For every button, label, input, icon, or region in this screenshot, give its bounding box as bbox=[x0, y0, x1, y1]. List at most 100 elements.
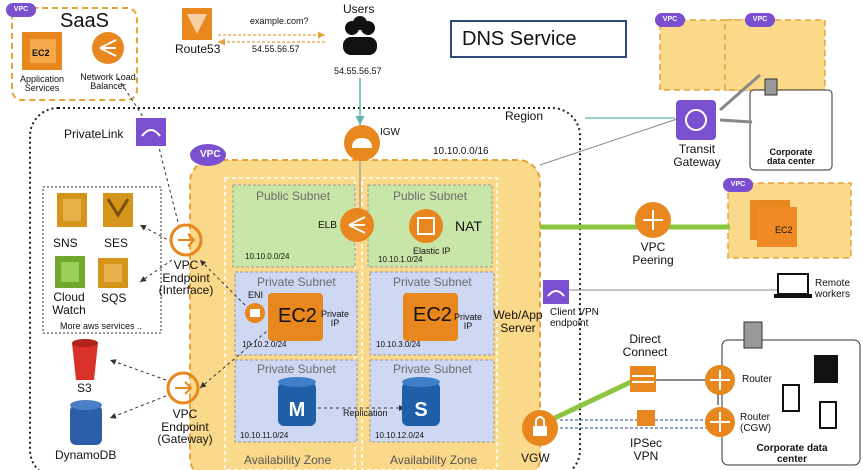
vpce-to-sqs-arrow bbox=[139, 259, 173, 283]
ipsec-vpn-label: IPSec VPN bbox=[629, 436, 663, 463]
private-subnet-d-cidr: 10.10.12.0/24 bbox=[375, 431, 424, 440]
vpc-cidr-label: 10.10.0.0/16 bbox=[433, 146, 489, 157]
client-vpn-icon bbox=[543, 280, 569, 304]
region-boundary bbox=[29, 107, 581, 470]
laptop-icon bbox=[774, 273, 812, 298]
elb-label: ELB bbox=[318, 220, 337, 231]
replication-label: Replication bbox=[343, 408, 388, 418]
gw-to-s3-arrow bbox=[109, 359, 167, 381]
private-subnet-a-cidr: 10.10.2.0/24 bbox=[242, 340, 287, 349]
vpc-peering-icon bbox=[635, 202, 671, 238]
public-subnet-b-title: Public Subnet bbox=[393, 189, 468, 203]
app-services-label: Application Services bbox=[19, 74, 65, 94]
vpce-interface-icon bbox=[169, 223, 203, 257]
igw-label: IGW bbox=[380, 127, 400, 138]
vpc-tag: VPC bbox=[200, 149, 221, 160]
private-subnet-b-title: Private Subnet bbox=[393, 275, 472, 289]
transit-to-dc-line bbox=[719, 118, 753, 124]
vpce-gateway-icon bbox=[166, 371, 200, 405]
private-subnet-a-title: Private Subnet bbox=[257, 275, 336, 289]
ec2-a-label: EC2 bbox=[278, 305, 317, 327]
vpce-gateway-label: VPC Endpoint (Gateway) bbox=[157, 407, 213, 447]
dns-answer-label: 54.55.56.57 bbox=[252, 44, 300, 54]
transit-vpc-tag-1: VPC bbox=[655, 13, 685, 27]
router-cgw-label: Router (CGW) bbox=[740, 412, 772, 434]
route53-icon bbox=[182, 8, 212, 40]
private-ip-a-label: Private IP bbox=[320, 309, 350, 329]
sns-label: SNS bbox=[53, 236, 78, 250]
users-ip-label: 54.55.56.57 bbox=[334, 66, 382, 76]
privatelink-label: PrivateLink bbox=[64, 127, 124, 141]
server-tower-icon-2 bbox=[819, 401, 837, 429]
server-tower-icon bbox=[782, 384, 800, 412]
users-icon bbox=[343, 16, 377, 55]
igw-icon bbox=[344, 125, 380, 161]
transit-vpc-2 bbox=[724, 19, 826, 91]
rds-replica-icon: S bbox=[402, 377, 440, 426]
transit-vpc-tag-2: VPC bbox=[745, 13, 775, 27]
direct-connect-icon bbox=[630, 366, 656, 392]
sqs-label: SQS bbox=[101, 291, 127, 305]
vpc-cloud-icon bbox=[190, 144, 226, 166]
vpc-peering-label: VPC Peering bbox=[632, 240, 674, 267]
transit-to-vpc-line bbox=[719, 73, 761, 112]
web-app-server-label: Web/App Server bbox=[493, 308, 543, 335]
router-icon bbox=[705, 365, 735, 395]
nat-icon bbox=[409, 209, 443, 243]
svg-text:S: S bbox=[414, 399, 427, 421]
corp-dc-top-server-icon bbox=[764, 78, 778, 96]
eni-label: ENI bbox=[248, 290, 264, 300]
corp-dc-top-box bbox=[749, 89, 833, 171]
page-title: DNS Service bbox=[462, 28, 577, 50]
public-subnet-b-cidr: 10.10.1.0/24 bbox=[378, 255, 423, 264]
remote-workers-label: Remote workers bbox=[815, 278, 851, 300]
cloudwatch-label: Cloud Watch bbox=[52, 290, 86, 317]
transit-gateway-icon bbox=[676, 100, 716, 140]
eni-to-vpce-arrow bbox=[199, 259, 246, 306]
nat-label: NAT bbox=[455, 218, 482, 234]
vgw-icon bbox=[522, 410, 558, 446]
router-cgw-icon bbox=[705, 407, 735, 437]
ses-label: SES bbox=[104, 236, 129, 250]
saas-boundary bbox=[11, 7, 138, 101]
peered-ec2-icon bbox=[750, 200, 797, 247]
route53-label: Route53 bbox=[175, 42, 221, 56]
private-subnet-b-cidr: 10.10.3.0/24 bbox=[376, 340, 421, 349]
gw-to-dynamodb-arrow bbox=[109, 395, 167, 419]
private-subnet-d-title: Private Subnet bbox=[393, 362, 472, 376]
rds-icon: M bbox=[278, 377, 316, 426]
s3-label: S3 bbox=[77, 381, 92, 395]
router-label: Router bbox=[742, 374, 773, 385]
svg-text:M: M bbox=[289, 399, 306, 421]
saas-ec2-label: EC2 bbox=[32, 48, 50, 58]
elastic-ip-label: Elastic IP bbox=[413, 246, 451, 256]
az-b-boundary bbox=[361, 177, 498, 470]
peered-ec2-label: EC2 bbox=[775, 225, 793, 235]
nlb-label: Network Load Balancer bbox=[80, 72, 136, 92]
sns-icon bbox=[57, 193, 87, 227]
privatelink-icon bbox=[136, 118, 166, 146]
nlb-icon bbox=[92, 32, 124, 64]
dynamodb-label: DynamoDB bbox=[55, 448, 117, 462]
ec2-a-icon bbox=[268, 293, 323, 341]
s3-icon bbox=[72, 339, 98, 380]
ses-icon bbox=[103, 193, 133, 227]
dns-query-label: example.com? bbox=[250, 16, 309, 26]
vgw-dx-link bbox=[538, 377, 637, 428]
corp-dc-bottom-label: Corporate data center bbox=[756, 443, 828, 465]
saas-vpc-tag: VPC bbox=[6, 3, 36, 17]
saas-label: SaaS bbox=[60, 10, 109, 32]
private-subnet-c-cidr: 10.10.11.0/24 bbox=[240, 431, 289, 440]
vgw-label: VGW bbox=[521, 451, 550, 465]
saas-ec2-icon bbox=[22, 32, 62, 70]
peered-vpc-tag: VPC bbox=[723, 178, 753, 192]
private-subnet-c-title: Private Subnet bbox=[257, 362, 336, 376]
region-label: Region bbox=[505, 109, 544, 123]
ec2-b-label: EC2 bbox=[413, 304, 452, 326]
database-icon bbox=[814, 355, 838, 383]
az-b-label: Availability Zone bbox=[390, 453, 478, 467]
transit-gateway-label: Transit Gateway bbox=[673, 142, 721, 169]
corp-dc-top-label: Corporate data center bbox=[766, 147, 816, 167]
